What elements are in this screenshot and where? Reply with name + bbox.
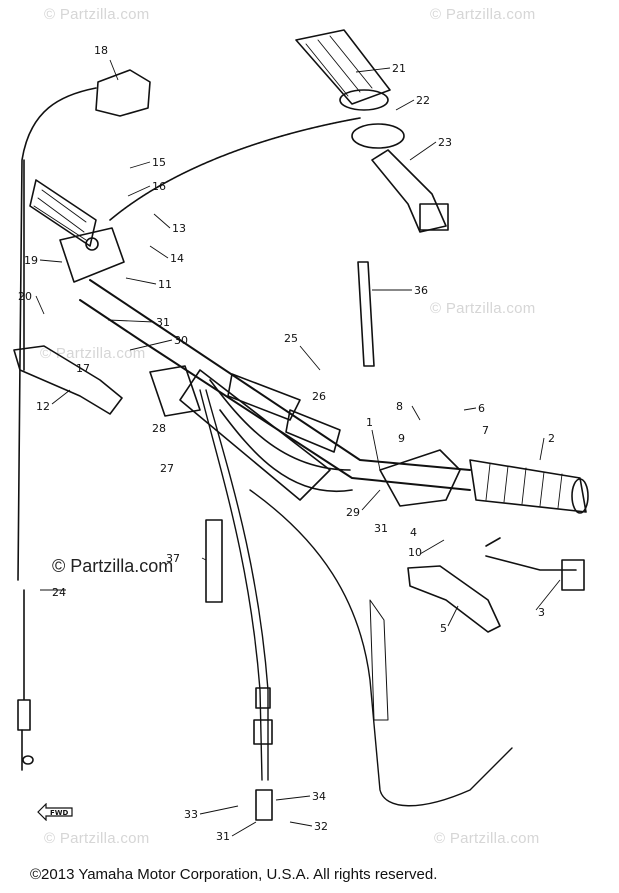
callout-25: 25 <box>284 332 298 345</box>
callout-33: 32 <box>314 820 328 833</box>
callout-20: 20 <box>18 290 32 303</box>
part-12-lever <box>13 345 123 415</box>
part-32-adjuster <box>255 789 273 821</box>
copyright-text: ©2013 Yamaha Motor Corporation, U.S.A. A… <box>30 866 438 883</box>
callout-10: 10 <box>408 546 422 559</box>
part-26-pad <box>285 409 341 453</box>
watermark-mid-left: © Partzilla.com <box>40 345 146 362</box>
part-2-right-grip <box>469 459 587 513</box>
callout-28: 28 <box>152 422 166 435</box>
callout-29: 29 <box>346 506 360 519</box>
part-36-strap <box>205 519 223 603</box>
part-23-throttle-tube <box>371 149 447 233</box>
callout-5: 5 <box>440 622 447 635</box>
callout-7: 7 <box>482 424 489 437</box>
callout-35: 34 <box>312 790 326 803</box>
callout-30: 30 <box>174 334 188 347</box>
part-22-collar <box>351 123 405 149</box>
watermark-top-right: © Partzilla.com <box>430 6 536 23</box>
callout-2: 2 <box>548 432 555 445</box>
leader-lines <box>35 59 561 837</box>
callout-21: 21 <box>392 62 406 75</box>
callout-23: 23 <box>438 136 452 149</box>
callout-3: 3 <box>538 606 545 619</box>
part-28-pad <box>149 365 201 417</box>
callout-34: 33 <box>184 808 198 821</box>
callout-labels: 18 21 22 23 15 16 13 14 19 11 20 31 30 1… <box>18 44 555 843</box>
callout-19: 19 <box>24 254 38 267</box>
callout-15: 15 <box>152 156 166 169</box>
callout-22: 22 <box>416 94 430 107</box>
callout-1: 1 <box>366 416 373 429</box>
callout-24: 24 <box>52 586 66 599</box>
callout-36: 37 <box>166 552 180 565</box>
callout-31-left: 31 <box>156 316 170 329</box>
callout-37: 36 <box>414 284 428 297</box>
watermark-mid-right: © Partzilla.com <box>430 300 536 317</box>
callout-31-right: 31 <box>374 522 388 535</box>
part-37-strap <box>357 261 375 367</box>
callout-9: 9 <box>398 432 405 445</box>
watermark-bottom-right: © Partzilla.com <box>434 830 540 847</box>
callout-27: 27 <box>160 462 174 475</box>
callout-17: 17 <box>76 362 90 375</box>
part-21-grip <box>295 29 391 105</box>
callout-13: 13 <box>172 222 186 235</box>
callout-32: 31 <box>216 830 230 843</box>
callout-26: 26 <box>312 390 326 403</box>
fwd-label: FWD <box>50 809 69 817</box>
watermark-top-left: © Partzilla.com <box>44 6 150 23</box>
callout-6: 6 <box>478 402 485 415</box>
callout-8: 8 <box>396 400 403 413</box>
callout-12: 12 <box>36 400 50 413</box>
callout-11: 11 <box>158 278 172 291</box>
watermark-bottom-left: © Partzilla.com <box>44 830 150 847</box>
watermark-center: © Partzilla.com <box>52 556 174 576</box>
callout-4: 4 <box>410 526 417 539</box>
callout-16: 16 <box>152 180 166 193</box>
part-5-lever <box>407 565 501 633</box>
callout-14: 14 <box>170 252 184 265</box>
part-left-grip <box>29 179 97 247</box>
callout-18: 18 <box>94 44 108 57</box>
fwd-arrow-icon: FWD <box>36 802 74 822</box>
part-18-throttle-housing <box>95 69 151 117</box>
